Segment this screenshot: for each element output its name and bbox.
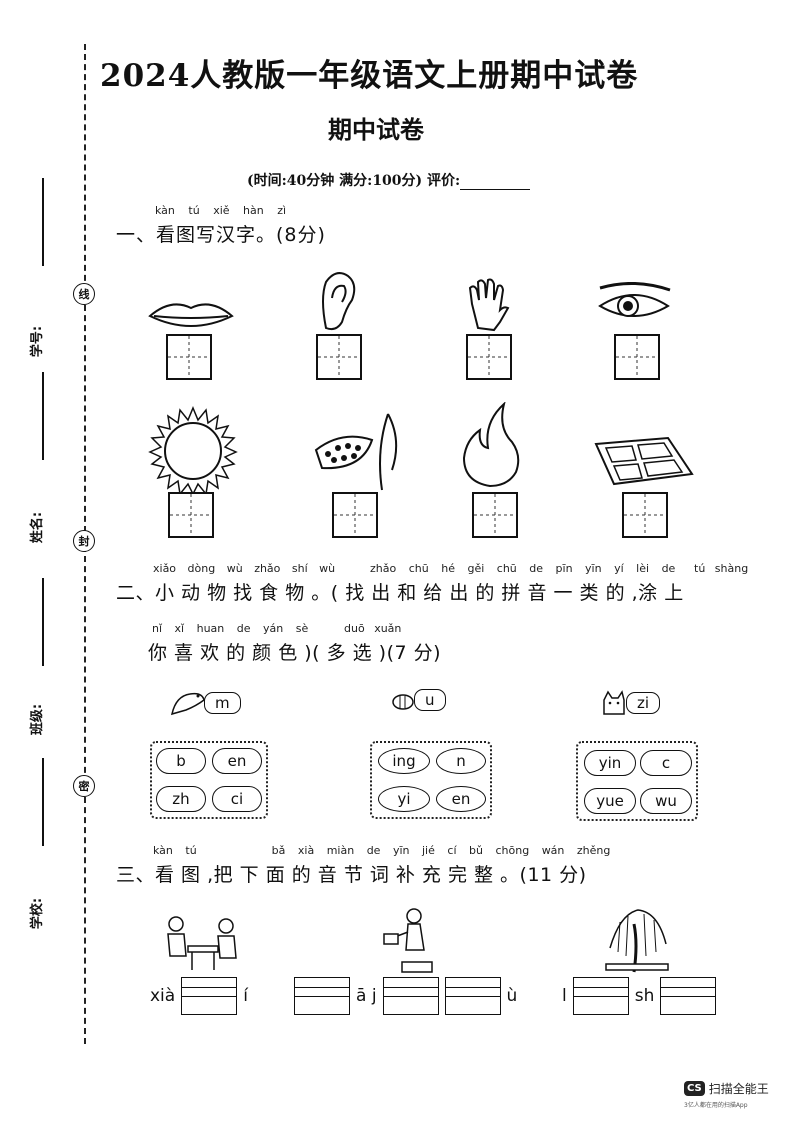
bird-icon xyxy=(170,692,205,716)
grade-blank[interactable] xyxy=(460,176,531,190)
target-pinyin-tag: zi xyxy=(626,692,661,714)
field-icon xyxy=(594,436,694,486)
eye-icon xyxy=(598,282,671,317)
option-group-2 xyxy=(370,741,492,819)
exam-meta-text: (时间:40分钟 满分:100分) 评价: xyxy=(247,173,461,189)
flower-option[interactable]: yi xyxy=(378,786,430,812)
chess-players-icon xyxy=(167,916,237,970)
q2-heading: 二、小 动 物 找 食 物 。( 找 出 和 给 出 的 拼 音 一 类 的 ,… xyxy=(116,582,684,604)
syllable-text: sh xyxy=(634,986,655,1006)
camscanner-tagline: 3亿人都在用的扫描App xyxy=(684,1102,748,1109)
syllable-text: ā j xyxy=(356,986,377,1006)
caterpillar-option[interactable]: en xyxy=(212,748,262,774)
ear-icon xyxy=(322,272,356,331)
answer-box[interactable] xyxy=(660,977,717,1015)
caterpillar-option[interactable]: ci xyxy=(212,786,262,812)
hand-icon xyxy=(468,278,510,332)
writing-grid[interactable] xyxy=(168,492,214,538)
fish-option[interactable]: wu xyxy=(640,788,692,814)
writing-grid[interactable] xyxy=(316,334,362,380)
answer-box[interactable] xyxy=(572,977,629,1015)
name-label: 姓名: xyxy=(30,511,46,544)
q3-pinyin: kàn tú bǎ xià miàn de yīn jié cí bǔ chōn… xyxy=(153,844,611,857)
girl-cleaning-icon xyxy=(383,908,433,973)
rice-icon xyxy=(314,413,398,491)
option-group-1 xyxy=(150,741,268,819)
seal-mi: 密 xyxy=(73,775,95,797)
flower-option[interactable]: n xyxy=(436,748,486,774)
writing-grid[interactable] xyxy=(466,334,512,380)
word-2: ā j ù xyxy=(294,977,517,1015)
fish-option[interactable]: yue xyxy=(584,788,636,814)
class-label: 班级: xyxy=(30,703,46,736)
target-pinyin-tag: m xyxy=(204,692,241,714)
caterpillar-option[interactable]: zh xyxy=(156,786,206,812)
answer-box[interactable] xyxy=(382,977,439,1015)
lips-icon xyxy=(148,303,234,327)
flower-option[interactable]: ing xyxy=(378,748,430,774)
syllable-text: ù xyxy=(506,986,518,1006)
camscanner-watermark: CS 扫描全能王 3亿人都在用的扫描App xyxy=(684,1080,784,1116)
page-title: 2024人教版一年级语文上册期中试卷 xyxy=(100,58,639,94)
target-pinyin-tag: u xyxy=(414,689,446,711)
fish-option[interactable]: yin xyxy=(584,750,636,776)
q2-pinyin-line2b: duō xuǎn xyxy=(344,622,402,635)
camscanner-logo: CS xyxy=(684,1081,705,1096)
camscanner-brand: 扫描全能王 xyxy=(708,1082,769,1096)
q2-pinyin-line1b: zhǎo chū hé gěi chū de pīn yīn yí lèi de xyxy=(370,562,676,575)
q2-heading-line2: 你 喜 欢 的 颜 色 )( 多 选 )(7 分) xyxy=(148,642,442,664)
flower-option[interactable]: en xyxy=(436,786,486,812)
word-3: l sh xyxy=(562,977,717,1015)
syllable-text: í xyxy=(243,986,248,1006)
sun-icon xyxy=(148,406,238,492)
syllable-text: l xyxy=(562,986,567,1006)
writing-grid[interactable] xyxy=(622,492,668,538)
exam-meta: (时间:40分钟 满分:100分) 评价: xyxy=(247,170,531,190)
student-id-label: 学号: xyxy=(30,325,46,358)
answer-box[interactable] xyxy=(181,977,238,1015)
student-id-line[interactable] xyxy=(42,178,44,266)
seal-feng: 封 xyxy=(73,530,95,552)
willow-tree-icon xyxy=(605,909,669,973)
cat-icon xyxy=(603,690,625,715)
q1-heading: 一、看图写汉字。(8分) xyxy=(116,224,326,246)
answer-box[interactable] xyxy=(294,977,350,1015)
name-line[interactable] xyxy=(42,372,44,460)
q1-pinyin: kàn tú xiě hàn zì xyxy=(155,204,287,217)
writing-grid[interactable] xyxy=(614,334,660,380)
writing-grid[interactable] xyxy=(166,334,212,380)
option-group-3 xyxy=(576,741,698,821)
school-line[interactable] xyxy=(42,758,44,846)
caterpillar-option[interactable]: b xyxy=(156,748,206,774)
word-1: xià í xyxy=(150,977,248,1015)
page-subtitle: 期中试卷 xyxy=(328,115,424,144)
writing-grid[interactable] xyxy=(472,492,518,538)
q2-pinyin-line1c: tú shàng xyxy=(694,562,749,575)
writing-grid[interactable] xyxy=(332,492,378,538)
q3-heading: 三、看 图 ,把 下 面 的 音 节 词 补 充 完 整 。(11 分) xyxy=(116,864,587,886)
seal-xian: 线 xyxy=(73,283,95,305)
q2-pinyin-line2: nǐ xǐ huan de yán sè xyxy=(152,622,309,635)
answer-box[interactable] xyxy=(444,977,501,1015)
school-label: 学校: xyxy=(30,897,46,930)
class-line[interactable] xyxy=(42,578,44,666)
fire-icon xyxy=(462,402,520,488)
q2-pinyin-line1: xiǎo dòng wù zhǎo shí wù xyxy=(153,562,336,575)
syllable-text: xià xyxy=(150,986,176,1006)
bee-icon xyxy=(392,694,414,710)
fish-option[interactable]: c xyxy=(640,750,692,776)
